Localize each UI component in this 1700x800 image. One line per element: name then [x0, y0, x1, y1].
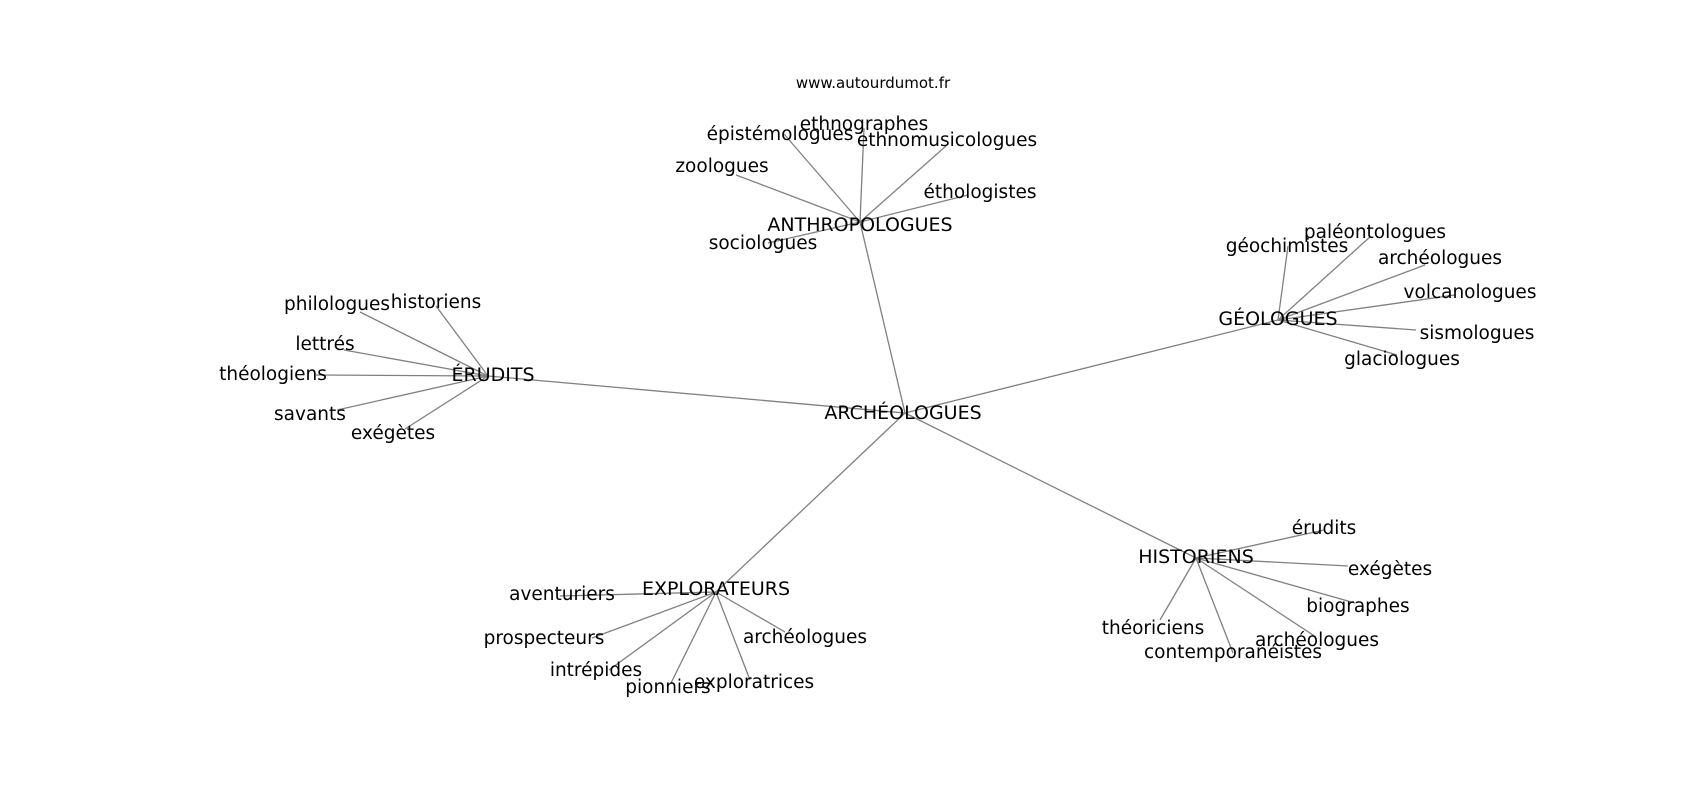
word-node-label: aventuriers [509, 584, 615, 605]
word-node-label: savants [274, 404, 346, 425]
word-node-label: contemporanéistes [1144, 642, 1322, 663]
edge-hub-to-word [1195, 529, 1325, 559]
word-node-label: biographes [1306, 596, 1409, 617]
edge-hub-to-word [859, 194, 969, 223]
word-node-label: volcanologues [1404, 282, 1537, 303]
word-node-label: zoologues [675, 156, 768, 177]
edge-hub-to-word [343, 349, 489, 377]
edge-hub-to-word [1195, 557, 1349, 567]
edge-hub-to-word [715, 591, 786, 633]
edge-center-to-hub [715, 412, 906, 593]
word-node-label: archéologues [1378, 248, 1502, 269]
hub-node-label: GÉOLOGUES [1218, 307, 1337, 330]
word-node-label: exégètes [351, 423, 435, 444]
source-label: www.autourdumot.fr [796, 74, 951, 92]
edge-hub-to-word [559, 591, 717, 597]
edge-hub-to-word [404, 375, 489, 430]
word-node-label: ethnographes [800, 114, 929, 135]
edge-hub-to-word [1195, 557, 1317, 638]
edge-hub-to-word [1277, 319, 1417, 331]
edge-hub-to-word [715, 591, 751, 681]
hub-node-label: ANTHROPOLOGUES [767, 214, 952, 236]
edge-hub-to-word [435, 305, 489, 377]
edge-hub-to-word [1277, 245, 1289, 321]
edge-hub-to-word [336, 375, 489, 411]
word-node-label: archéologues [1255, 630, 1379, 651]
hub-node-label: HISTORIENS [1138, 546, 1254, 568]
edge-hub-to-word [1277, 235, 1372, 321]
edge-center-to-hub [904, 412, 1197, 559]
hub-node-label: ÉRUDITS [451, 363, 534, 386]
word-node-label: archéologues [743, 627, 867, 648]
word-node-label: pionniers [625, 677, 710, 698]
word-node-label: historiens [391, 292, 482, 313]
edge-hub-to-word [859, 145, 947, 223]
word-node-label: éthologistes [924, 182, 1037, 203]
edge-hub-to-word [1277, 264, 1426, 321]
edge-hub-to-word [1277, 294, 1456, 321]
labels-layer: www.autourdumot.fr ARCHÉOLOGUES ANTHROPO… [219, 74, 1536, 698]
edge-hub-to-word [1159, 557, 1197, 621]
edge-hub-to-word [608, 591, 717, 671]
edge-center-to-hub [487, 375, 906, 414]
word-node-label: intrépides [550, 660, 642, 681]
word-node-label: philologues [284, 294, 390, 315]
word-node-label: théologiens [219, 364, 327, 385]
edge-hub-to-word [783, 133, 861, 223]
edge-hub-to-word [359, 311, 489, 377]
word-node-label: théoriciens [1102, 618, 1204, 639]
edge-hub-to-word [1195, 557, 1356, 604]
edge-hub-to-word [859, 127, 865, 223]
word-node-label: sismologues [1420, 323, 1535, 344]
center-node-label: ARCHÉOLOGUES [824, 401, 981, 424]
word-node-label: prospecteurs [484, 628, 605, 649]
edge-hub-to-word [767, 221, 861, 244]
word-node-label: lettrés [295, 334, 354, 355]
edge-hub-to-word [1195, 557, 1234, 654]
word-node-label: sociologues [709, 233, 818, 254]
word-node-label: épistémologues [707, 124, 854, 145]
edge-hub-to-word [315, 374, 489, 377]
word-node-label: exégètes [1348, 559, 1432, 580]
word-node-label: paléontologues [1304, 222, 1446, 243]
word-node-label: ethnomusicologues [857, 130, 1037, 151]
word-node-label: géochimistes [1226, 236, 1349, 257]
edge-center-to-hub [904, 319, 1279, 414]
hub-node-label: EXPLORATEURS [642, 578, 790, 600]
edge-hub-to-word [670, 591, 717, 684]
edge-center-to-hub [859, 221, 906, 414]
edge-hub-to-word [1277, 319, 1398, 356]
edges-layer [315, 127, 1456, 684]
word-node-label: érudits [1292, 518, 1357, 539]
edge-hub-to-word [735, 174, 861, 223]
edge-hub-to-word [591, 591, 717, 639]
word-node-label: exploratrices [694, 672, 814, 693]
word-node-label: glaciologues [1344, 349, 1460, 370]
